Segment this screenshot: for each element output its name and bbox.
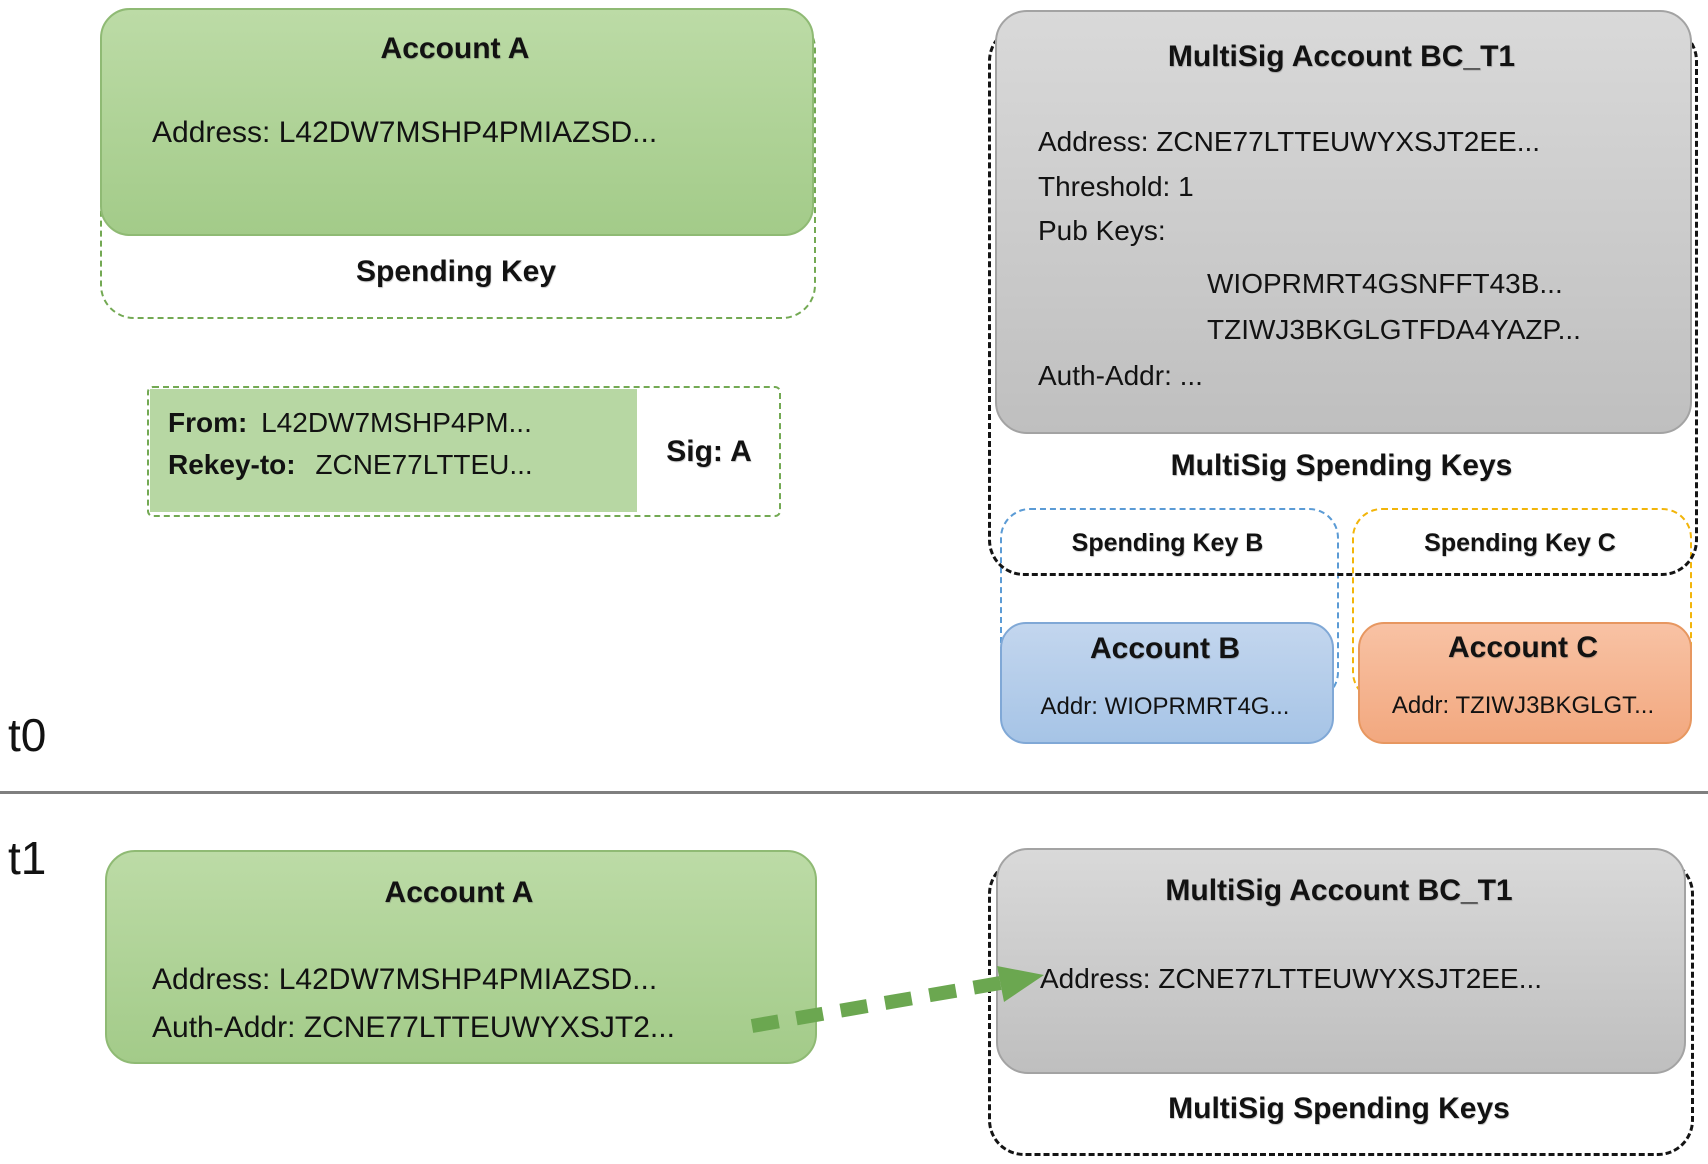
t1-account-a-address: Address: L42DW7MSHP4PMIAZSD... (152, 963, 658, 996)
t0-account-a-title: Account A (380, 32, 530, 65)
rekey-from-label: From: (168, 407, 248, 438)
t0-multisig-box (995, 10, 1692, 434)
rekey-to-value: ZCNE77LTTEU... (315, 449, 533, 480)
rekey-to-label: Rekey-to: (168, 449, 296, 480)
t1-multisig-box (996, 848, 1686, 1074)
account-b-addr: Addr: WIOPRMRT4G... (1040, 693, 1290, 720)
t0-account-a-box (100, 8, 814, 236)
t0-multisig-pubkeys-label: Pub Keys: (1038, 215, 1166, 246)
t0-multisig-pubkey-1: WIOPRMRT4GSNFFT43B... (1207, 268, 1563, 299)
rekey-from-value: L42DW7MSHP4PM... (261, 407, 532, 438)
t1-account-a-box (105, 850, 817, 1064)
spending-key-b-label: Spending Key B (1071, 529, 1264, 557)
t1-multisig-spending-keys-label: MultiSig Spending Keys (1168, 1092, 1510, 1125)
t0-multisig-auth-addr: Auth-Addr: ... (1038, 360, 1203, 391)
spending-key-a-label: Spending Key (355, 255, 557, 288)
t0-multisig-title: MultiSig Account BC_T1 (1167, 40, 1516, 73)
t0-multisig-spending-keys-label: MultiSig Spending Keys (1170, 449, 1513, 482)
t0-multisig-threshold: Threshold: 1 (1038, 171, 1194, 202)
t1-multisig-title: MultiSig Account BC_T1 (1165, 874, 1513, 907)
account-b-box (1000, 622, 1334, 744)
rekey-arrow-head-icon (997, 966, 1044, 1002)
account-c-title: Account C (1448, 631, 1598, 664)
timeline-label-t0: t0 (8, 709, 47, 761)
sig-a-label: Sig: A (666, 435, 752, 468)
account-c-addr: Addr: TZIWJ3BKGLGT... (1391, 692, 1655, 719)
timeline-label-t1: t1 (8, 832, 47, 884)
account-b-title: Account B (1090, 632, 1240, 665)
rekey-transaction-box (150, 389, 637, 512)
t1-account-a-auth-addr: Auth-Addr: ZCNE77LTTEUWYXSJT2... (152, 1011, 675, 1044)
t0-multisig-address: Address: ZCNE77LTTEUWYXSJT2EE... (1038, 126, 1541, 157)
rekey-to-line: Rekey-to: ZCNE77LTTEU... (168, 449, 533, 481)
rekey-arrow (750, 966, 1044, 1033)
rekey-from-line: From: L42DW7MSHP4PM... (168, 407, 532, 439)
timeline-divider (0, 791, 1708, 794)
t0-account-a-address: Address: L42DW7MSHP4PMIAZSD... (152, 116, 658, 149)
t1-account-a-title: Account A (384, 876, 534, 909)
t1-multisig-address: Address: ZCNE77LTTEUWYXSJT2EE... (1040, 963, 1543, 994)
account-c-box (1358, 622, 1692, 744)
spending-key-c-label: Spending Key C (1424, 529, 1616, 557)
t0-multisig-pubkey-2: TZIWJ3BKGLGTFDA4YAZP... (1207, 314, 1581, 345)
rekey-arrow-line (750, 975, 1008, 1033)
